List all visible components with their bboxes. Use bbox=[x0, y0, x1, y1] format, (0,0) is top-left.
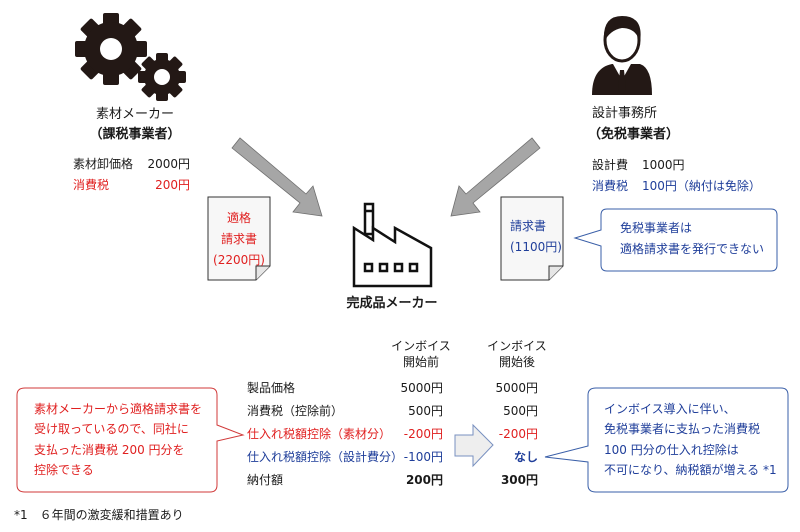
row-value-after: 5000円 bbox=[495, 381, 538, 395]
callout-line: 免税事業者は bbox=[620, 221, 693, 235]
factory-icon bbox=[352, 202, 433, 288]
callout-line: 100 円分の仕入れ控除は bbox=[604, 442, 739, 457]
design-tax-value: 100円（納付は免除） bbox=[642, 179, 761, 193]
material-tax-value: 200円 bbox=[155, 178, 190, 192]
material-price-value: 2000円 bbox=[147, 157, 190, 171]
design-office-name: 設計事務所 bbox=[592, 106, 658, 121]
column-header-after: インボイス 開始後 bbox=[484, 338, 550, 370]
callout-design-text: 免税事業者は 適格請求書を発行できない bbox=[620, 218, 764, 260]
callout-line: インボイス導入に伴い、 bbox=[604, 402, 736, 416]
callout-right-bubble bbox=[544, 387, 789, 493]
callout-line: 不可になり、納税額が増える *1 bbox=[604, 463, 777, 478]
row-value-before: 500円 bbox=[408, 404, 443, 418]
row-label: 納付額 bbox=[247, 473, 284, 487]
callout-right-text: インボイス導入に伴い、 免税事業者に支払った消費税 100 円分の仕入れ控除は … bbox=[604, 399, 777, 481]
design-tax-label: 消費税 bbox=[592, 179, 629, 193]
callout-line: 支払った消費税 200 円分を bbox=[34, 442, 185, 457]
gears-icon bbox=[75, 13, 186, 101]
header-line: インボイス bbox=[391, 339, 451, 353]
manufacturer-name: 完成品メーカー bbox=[346, 296, 438, 311]
callout-left-text: 素材メーカーから適格請求書を 受け取っているので、同社に 支払った消費税 200… bbox=[34, 399, 202, 481]
invoice-line: 請求書 bbox=[220, 232, 257, 246]
design-price-label: 設計費 bbox=[592, 158, 629, 172]
invoice-line: 請求書 bbox=[510, 219, 547, 233]
before-after-arrow bbox=[454, 423, 494, 468]
callout-line: 控除できる bbox=[34, 463, 94, 478]
callout-line: 受け取っているので、同社に bbox=[34, 422, 189, 437]
arrow-to-manufacturer-left bbox=[231, 137, 323, 217]
header-line: インボイス bbox=[487, 339, 547, 353]
invoice-line: (2200円) bbox=[213, 253, 265, 267]
header-line: 開始前 bbox=[402, 355, 439, 370]
row-value-after: 300円 bbox=[500, 473, 538, 487]
callout-line: 素材メーカーから適格請求書を bbox=[34, 402, 203, 416]
row-label: 製品価格 bbox=[247, 381, 296, 395]
material-supplier-name: 素材メーカー bbox=[95, 107, 174, 122]
design-office-status: （免税事業者） bbox=[588, 127, 680, 142]
material-supplier-status: （課税事業者） bbox=[89, 127, 181, 142]
material-tax-label: 消費税 bbox=[73, 178, 110, 192]
row-value-after: -200円 bbox=[498, 427, 538, 441]
callout-line: 免税事業者に支払った消費税 bbox=[604, 422, 761, 437]
callout-design-bubble bbox=[573, 208, 778, 272]
callout-left-bubble bbox=[16, 387, 245, 493]
material-price-label: 素材卸価格 bbox=[73, 157, 134, 171]
businessperson-icon bbox=[592, 16, 652, 95]
row-label: 消費税（控除前） bbox=[247, 404, 344, 418]
row-value-after: なし bbox=[513, 450, 538, 464]
row-value-before: 5000円 bbox=[400, 381, 443, 395]
row-value-before: -200円 bbox=[403, 427, 443, 441]
row-label: 仕入れ税額控除（素材分） bbox=[247, 427, 392, 441]
row-value-after: 500円 bbox=[503, 404, 538, 418]
column-header-before: インボイス 開始前 bbox=[388, 338, 454, 370]
invoice-line: (1100円) bbox=[510, 240, 562, 254]
callout-line: 適格請求書を発行できない bbox=[620, 242, 765, 256]
header-line: 開始後 bbox=[498, 355, 535, 370]
footnote: *1 ６年間の激変緩和措置あり bbox=[14, 508, 184, 522]
row-value-before: 200円 bbox=[405, 473, 443, 487]
row-label: 仕入れ税額控除（設計費分） bbox=[247, 450, 404, 464]
row-value-before: -100円 bbox=[403, 450, 443, 464]
invoice-text-design: 請求書 (1100円) bbox=[510, 216, 562, 258]
invoice-line: 適格 bbox=[226, 211, 251, 225]
arrow-to-manufacturer-right bbox=[450, 137, 541, 217]
qualified-invoice-text: 適格 請求書 (2200円) bbox=[208, 208, 270, 271]
design-price-value: 1000円 bbox=[642, 158, 685, 172]
